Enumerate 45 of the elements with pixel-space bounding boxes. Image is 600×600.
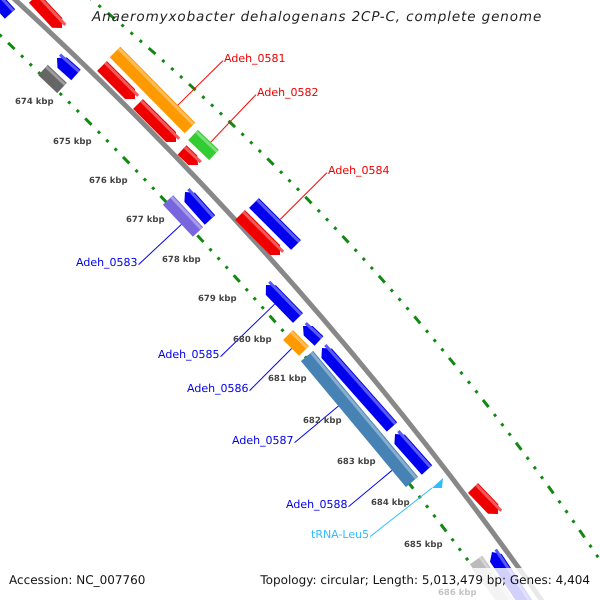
gene-label: Adeh_0586: [187, 383, 249, 396]
gene-block: [133, 99, 180, 142]
scale-tick-label: 679 kbp: [198, 295, 237, 305]
title: Anaeromyxobacter dehalogenans 2CP-C, complete genome: [92, 10, 542, 26]
gene-label: Adeh_0581: [224, 53, 286, 66]
gene-block: [266, 280, 303, 323]
leader-line: [249, 348, 292, 392]
gene-label: Adeh_0585: [158, 349, 220, 362]
gene-block: [303, 322, 324, 346]
gene-label: tRNA-Leu5: [311, 529, 370, 542]
scale-tick-label: 682 kbp: [303, 417, 342, 427]
scale-tick-label: 684 kbp: [371, 499, 410, 509]
leader-line: [210, 94, 256, 143]
scale-tick-label: 686 kbp: [438, 589, 477, 599]
leader-line: [370, 488, 432, 538]
gene-block: [57, 54, 81, 80]
scale-tick-label: 675 kbp: [53, 138, 92, 148]
gene-label: Adeh_0584: [328, 165, 390, 178]
scale-tick-label: 678 kbp: [162, 256, 201, 266]
gene-block: [28, 0, 66, 28]
leader-line: [348, 470, 392, 508]
gene-bar: [249, 198, 301, 250]
gene-block: [0, 0, 16, 19]
scale-tick-label: 685 kbp: [404, 541, 443, 551]
gene-bar: [188, 130, 219, 160]
gene-block: [468, 483, 502, 514]
scale-tick-label: 676 kbp: [89, 177, 128, 187]
leader-line: [294, 406, 339, 444]
accession-text: Accession: NC_007760: [9, 574, 146, 588]
leader-line: [177, 60, 224, 106]
gene-label: Adeh_0587: [232, 435, 294, 448]
scale-tick-label: 683 kbp: [337, 458, 376, 468]
genome-info-text: Topology: circular; Length: 5,013,479 bp; Genes: 4,404: [260, 574, 590, 588]
leader-line: [280, 172, 328, 220]
gene-label: Adeh_0583: [76, 257, 138, 270]
scale-tick-label: 681 kbp: [268, 375, 307, 385]
leader-line: [138, 224, 182, 266]
gene-label: Adeh_0588: [286, 499, 348, 512]
leader-line: [220, 304, 276, 358]
gene-block: [394, 430, 432, 475]
scale-tick-label: 674 kbp: [15, 98, 54, 108]
gene-label: Adeh_0582: [257, 87, 319, 100]
gene-block: [184, 188, 216, 225]
trna-triangle: [432, 478, 443, 488]
scale-tick-label: 677 kbp: [126, 216, 165, 226]
